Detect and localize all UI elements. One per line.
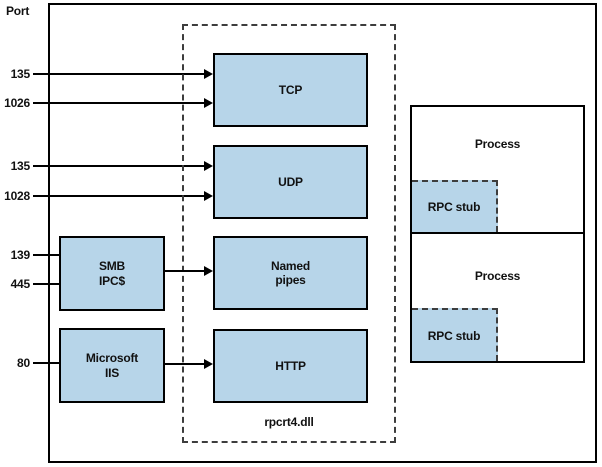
protocol-box-http: HTTP <box>213 329 368 403</box>
port-axis-label: Port <box>6 4 30 18</box>
arrowhead-icon <box>204 266 213 276</box>
service-box-microsoft-iis: Microsoft IIS <box>59 328 165 403</box>
arrow-line-135-udp <box>33 165 204 167</box>
service-label-smb-ipc: SMB IPC$ <box>98 259 126 288</box>
rpcrt4-dll-container: rpcrt4.dll <box>182 24 396 443</box>
protocol-label-http: HTTP <box>275 358 306 373</box>
port-label-139: 139 <box>10 248 31 262</box>
arrowhead-icon <box>204 191 213 201</box>
port-label-80: 80 <box>17 356 30 370</box>
protocol-box-tcp: TCP <box>213 53 368 127</box>
line-80-iis <box>33 362 61 364</box>
arrow-line-135-tcp <box>33 73 204 75</box>
protocol-label-udp: UDP <box>278 174 303 189</box>
rpcrt4-dll-label: rpcrt4.dll <box>264 415 314 429</box>
service-label-microsoft-iis: Microsoft IIS <box>85 351 139 380</box>
port-label-135-tcp: 135 <box>10 67 31 81</box>
protocol-label-named-pipes: Named pipes <box>270 258 310 287</box>
arrow-line-1026-tcp <box>33 102 204 104</box>
line-139-smb <box>33 254 61 256</box>
process-label-2: Process <box>474 269 521 283</box>
arrowhead-icon <box>204 98 213 108</box>
arrowhead-icon <box>204 69 213 79</box>
arrow-line-1028-udp <box>33 195 204 197</box>
port-label-445: 445 <box>10 277 31 291</box>
port-label-1028: 1028 <box>4 189 30 203</box>
rpc-stub-label-2: RPC stub <box>427 328 481 343</box>
arrow-line-iis-http <box>165 363 204 365</box>
arrowhead-icon <box>204 161 213 171</box>
protocol-label-tcp: TCP <box>278 82 303 97</box>
system-boundary-box <box>48 3 597 463</box>
port-label-1026: 1026 <box>4 96 30 110</box>
process-label-1: Process <box>474 137 521 151</box>
service-box-smb-ipc: SMB IPC$ <box>59 236 165 311</box>
arrow-line-smb-namedpipes <box>165 270 204 272</box>
arrowhead-icon <box>204 359 213 369</box>
rpc-stub-box-2: RPC stub <box>412 308 498 361</box>
rpc-stub-label-1: RPC stub <box>427 200 481 214</box>
rpc-stub-box-1: RPC stub <box>412 180 498 232</box>
line-445-smb <box>33 283 61 285</box>
port-label-135-udp: 135 <box>10 159 31 173</box>
protocol-box-named-pipes: Named pipes <box>213 236 368 310</box>
protocol-box-udp: UDP <box>213 145 368 219</box>
